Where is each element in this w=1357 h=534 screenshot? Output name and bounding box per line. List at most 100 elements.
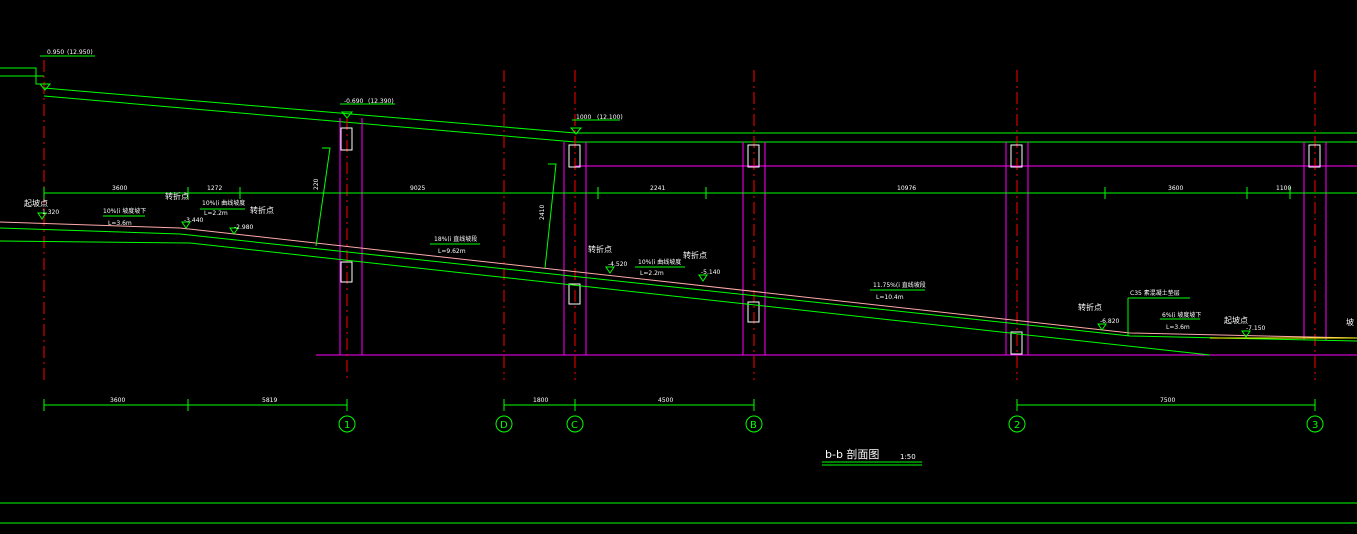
ramp-slab [0,221,1357,356]
bot-dim-4: 7500 [1160,397,1175,404]
slope4-len: L=3.6m [1166,324,1190,331]
ramp-bottom [0,240,1211,356]
bot-dim-2: 1800 [533,397,548,404]
turn4: 转折点 [683,250,707,260]
start-point: 起坡点 [24,198,48,208]
end-point: 起坡点 [1224,315,1248,325]
axis-label-2: 2 [1014,420,1020,431]
right-edge-note: 坡 [1346,317,1354,327]
curve2: 10%(i 曲线坡度 [638,258,681,266]
beam-sections [340,127,1321,355]
bot-dim-3: 4500 [658,397,673,404]
frame-lines [0,461,1357,524]
drawing-title: b-b 剖面图 [825,447,879,461]
roof-slab [0,67,1357,143]
elev-mark-top-c [569,127,583,135]
axis-lines [43,60,1316,380]
elevation-markers [37,83,1251,338]
top-dim-5: 3600 [1168,185,1183,192]
axis-bubbles [338,415,1324,433]
elev-mark-turn3 [605,266,615,274]
curve2-len: L=2.2m [640,270,664,277]
beam-section-C-top [568,144,581,168]
elev-mark-end [1241,330,1251,338]
slope1-len: L=3.6m [108,220,132,227]
slope2: 18%(i 直线坡段 [434,235,477,243]
slope3-len: L=10.4m [876,294,904,301]
vdim-1: 220 [313,178,320,190]
elev-mark-start [37,212,47,220]
elev-top-mid: -0.690 [344,98,364,105]
vdim-leader-2 [544,163,557,269]
axis-bubble-B [745,415,763,433]
top-dim-3: 2241 [650,185,665,192]
concrete-note: C35 素混凝土垫层 [1130,289,1180,297]
top-dim-1: 1272 [207,185,222,192]
turn5: 转折点 [1078,302,1102,312]
axis-bubble-C [566,415,584,433]
turn3-elev: -4.520 [608,261,628,268]
axis-label-3: 3 [1312,420,1318,431]
bot-dim-0: 3600 [110,397,125,404]
beam-section-B-top [747,144,760,168]
slope4: 6%(i 坡度坡下 [1162,311,1201,319]
slope3: 11.75%(i 直线坡段 [873,281,926,289]
turn2-elev: -2.980 [234,224,254,231]
curve1: 10%(i 曲线坡度 [202,199,245,207]
axis-label-1: 1 [344,420,350,431]
start-elev: 1.320 [42,209,59,216]
slope2-len: L=9.62m [438,248,466,255]
elev-top-mid-note: (12.390) [368,98,394,105]
elev-top-c-note: (12.100) [597,114,623,121]
axis-label-C: C [571,420,578,431]
slab-bottom-left [43,95,576,143]
elev-mark-turn4 [698,274,708,282]
vertical-dims [315,147,557,269]
drawing-scale: 1:50 [900,453,916,461]
text-underlines [40,55,1200,336]
axis-label-B: B [750,420,757,431]
beam-section-1-bot [340,261,353,283]
beam-section-C-bot [568,283,581,305]
turn2: 转折点 [250,205,274,215]
top-dim-0: 3600 [112,185,127,192]
columns [339,118,1327,355]
beam-lines [316,165,1357,356]
elev-top-c: 1000 [576,114,591,121]
elev-mark-top-mid [340,111,354,119]
beam-section-1-top [340,127,353,151]
vdim-leader-1 [315,147,331,247]
end-elev: -7.150 [1246,325,1266,332]
labels: 0.950 (12.950) -0.690 (12.390) 1000 (12.… [24,49,1354,461]
beam-section-2-bot [1010,331,1023,355]
beam-section-3-top [1308,144,1321,168]
bottom-dimension-line [43,399,1316,411]
elev-mark-turn1 [181,221,191,229]
elev-mark-turn2 [229,227,239,235]
elev-mark-top-left [38,83,52,91]
slope1: 10%(i 坡度坡下 [103,207,146,215]
axis-bubble-2 [1008,415,1026,433]
elev-top-left-note: (12.950) [67,49,93,56]
axis-label-D: D [500,420,508,431]
vdim-2: 2410 [539,205,546,220]
top-dim-6: 1100 [1276,185,1291,192]
beam-section-2-top [1010,144,1023,168]
ramp-top-surface [0,221,1357,339]
turn3: 转折点 [588,244,612,254]
beam-section-B-bot [747,301,760,323]
elev-mark-turn5 [1097,323,1107,331]
bot-dim-1: 5819 [262,397,277,404]
elev-top-left: 0.950 [47,49,64,56]
curve1-len: L=2.2m [204,210,228,217]
axis-bubble-D [495,415,513,433]
turn1-elev: -3.440 [184,217,204,224]
turn1: 转折点 [165,191,189,201]
axis-bubble-3 [1306,415,1324,433]
slab-top-left [43,87,576,134]
top-dim-2: 9025 [410,185,425,192]
top-dim-4: 10976 [897,185,916,192]
turn5-elev: -6.820 [1100,318,1120,325]
axis-bubble-1 [338,415,356,433]
